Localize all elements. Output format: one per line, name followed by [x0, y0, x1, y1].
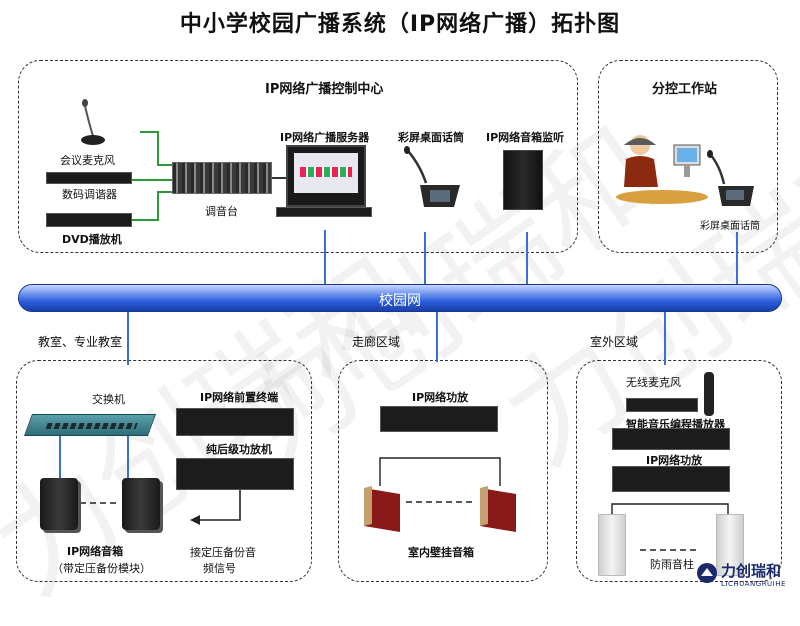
wireless-mic-label: 无线麦克风 — [626, 376, 681, 389]
ss-desktop-mic-label: 彩屏桌面话筒 — [700, 221, 760, 232]
speaker-monitor-icon — [503, 150, 543, 210]
corridor-box — [338, 360, 548, 582]
diagram-title: 中小学校园广播系统（IP网络广播）拓扑图 — [179, 12, 621, 37]
dvd-player-icon — [46, 213, 132, 227]
column-speaker-right-icon — [716, 514, 744, 576]
corridor-amp-icon — [380, 406, 498, 432]
server-icon — [286, 145, 366, 207]
switch-icon — [23, 414, 157, 436]
outdoor-section-label: 室外区域 — [590, 335, 639, 349]
classroom-section-label: 教室、专业教室 — [38, 335, 123, 349]
ss-desktop-mic-icon — [706, 150, 756, 212]
control-center-box — [18, 60, 578, 253]
backup-signal-label: 接定压备份音 — [190, 546, 256, 559]
column-speaker-label: 防雨音柱 — [650, 558, 694, 571]
outdoor-amp-icon — [612, 466, 730, 492]
sub-station-box — [598, 60, 778, 253]
conference-mic-label: 会议麦克风 — [60, 154, 115, 167]
conference-mic-icon — [75, 98, 105, 148]
server-keyboard-icon — [276, 207, 372, 217]
wireless-mic-icon — [704, 372, 714, 416]
ip-speaker-sublabel: （带定压备份模块） — [52, 562, 151, 575]
switch-label: 交换机 — [92, 393, 125, 406]
operator-workstation-icon — [614, 125, 709, 205]
power-amp-icon — [176, 458, 294, 490]
corridor-amp-label: IP网络功放 — [412, 391, 469, 404]
mixer-icon — [172, 162, 272, 194]
power-amp-label: 纯后级功放机 — [206, 443, 272, 456]
corridor-section-label: 走廊区域 — [352, 335, 401, 349]
column-speaker-left-icon — [598, 514, 626, 576]
wall-speaker-label: 室内壁挂音箱 — [408, 546, 474, 559]
cc-desktop-mic-label: 彩屏桌面话筒 — [398, 131, 464, 144]
front-terminal-label: IP网络前置终端 — [200, 391, 279, 404]
front-terminal-icon — [176, 408, 294, 436]
outdoor-amp-label: IP网络功放 — [646, 454, 703, 467]
speaker-monitor-label: IP网络音箱监听 — [486, 131, 565, 144]
brand-pinyin: LICHUANGRUIHE — [721, 580, 786, 588]
brand-name: 力创瑞和 — [721, 562, 782, 580]
music-player-icon — [612, 428, 730, 450]
digital-tuner-label: 数码调谐器 — [62, 188, 117, 201]
sub-station-header: 分控工作站 — [652, 82, 718, 97]
brand-logo-icon — [696, 562, 718, 584]
ip-speaker-label: IP网络音箱 — [67, 545, 124, 558]
cc-desktop-mic-icon — [402, 145, 462, 210]
digital-tuner-icon — [46, 172, 132, 184]
campus-network-bar: 校园网 — [18, 284, 782, 312]
server-label: IP网络广播服务器 — [280, 131, 370, 144]
music-player-label: 智能音乐编程播放器 — [626, 418, 725, 431]
dvd-player-label: DVD播放机 — [62, 233, 122, 246]
classroom-box — [16, 360, 312, 582]
wireless-receiver-icon — [626, 398, 698, 412]
control-center-header: IP网络广播控制中心 — [265, 82, 384, 97]
ip-speaker-right-icon — [122, 478, 160, 530]
backup-signal-sublabel: 频信号 — [203, 562, 236, 575]
wall-speaker-right-icon — [476, 486, 520, 534]
mixer-label: 调音台 — [205, 205, 238, 218]
wall-speaker-left-icon — [360, 486, 404, 534]
campus-network-label: 校园网 — [379, 293, 421, 309]
outdoor-box — [576, 360, 782, 582]
ip-speaker-left-icon — [40, 478, 78, 530]
